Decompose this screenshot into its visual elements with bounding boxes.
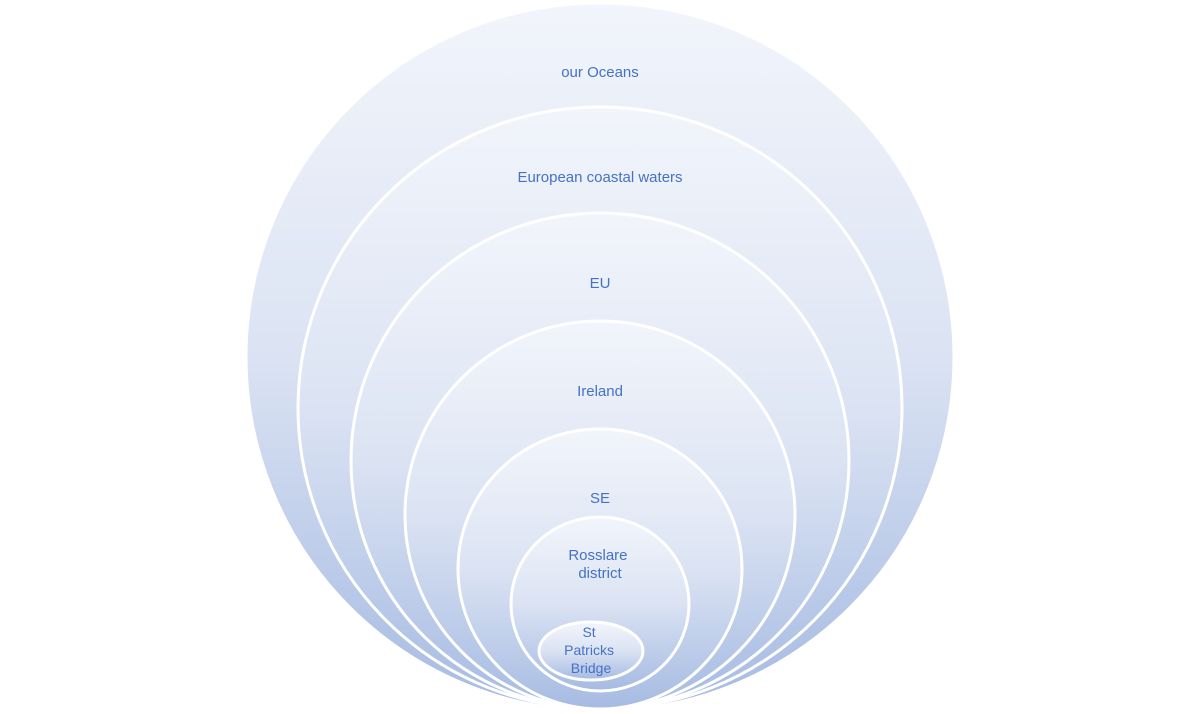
label-st-patricks-line-1: St: [582, 624, 595, 640]
label-rosslare-district: Rosslare district: [568, 547, 631, 582]
label-st-patricks-bridge: St Patricks Bridge: [564, 624, 618, 676]
circle-st-patricks-bridge: [537, 620, 645, 682]
label-ireland: Ireland: [577, 383, 623, 400]
label-rosslare-line-2: district: [578, 565, 622, 582]
label-eu: EU: [590, 275, 611, 292]
label-st-patricks-line-3: Bridge: [571, 660, 612, 676]
label-se: SE: [590, 490, 610, 507]
label-st-patricks-line-2: Patricks: [564, 642, 614, 658]
label-european-coastal-waters: European coastal waters: [517, 169, 682, 186]
label-rosslare-line-1: Rosslare: [568, 547, 627, 564]
label-our-oceans: our Oceans: [561, 64, 639, 81]
